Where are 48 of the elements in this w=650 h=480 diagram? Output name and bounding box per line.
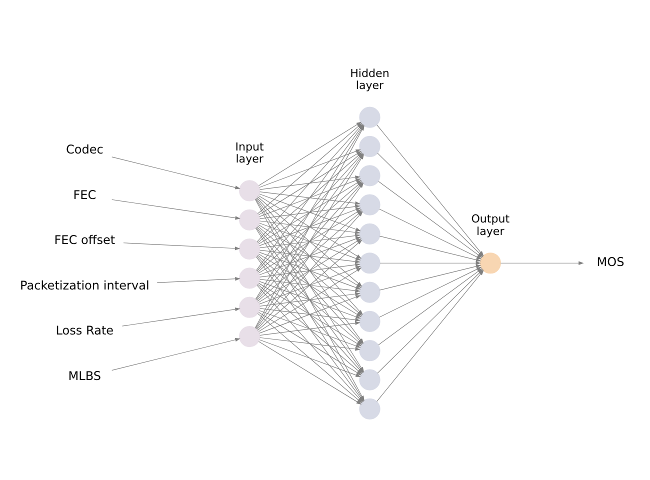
node-circle: [239, 238, 260, 260]
node-circle: [359, 252, 380, 274]
node-circle: [239, 208, 260, 230]
arrow: [259, 280, 361, 318]
arrow: [259, 294, 361, 333]
arrow: [260, 220, 360, 234]
arrow: [260, 191, 360, 205]
node-circle: [480, 252, 501, 274]
arrow: [260, 278, 360, 292]
node-text: FEC: [73, 187, 96, 202]
arrow: [260, 249, 360, 263]
arrow: [379, 235, 482, 262]
arrow: [123, 242, 240, 250]
arrow: [259, 252, 361, 289]
label: Hidden layer: [350, 66, 390, 92]
node-circle: [359, 281, 380, 302]
node-text: FEC offset: [54, 232, 116, 247]
arrow: [260, 262, 360, 277]
node-text: Packetization interval: [20, 278, 150, 292]
arrow: [112, 338, 240, 370]
arrow: [122, 307, 240, 326]
node-circle: [239, 267, 260, 288]
arrow: [260, 175, 360, 190]
arrow: [260, 320, 360, 336]
label: Input layer: [235, 140, 264, 165]
arrow: [112, 198, 240, 220]
arrow: [260, 308, 360, 322]
node-text: Codec: [66, 142, 104, 156]
arrow: [380, 260, 482, 264]
node-circle: [359, 222, 380, 244]
arrow: [259, 338, 361, 376]
node-circle: [239, 180, 260, 201]
arrow: [260, 233, 360, 248]
node-circle: [239, 325, 260, 347]
arrow: [260, 336, 360, 350]
arrow: [260, 292, 360, 306]
arrow: [259, 310, 361, 348]
arrow: [500, 260, 584, 264]
arrow: [259, 266, 361, 304]
node-circle: [239, 296, 260, 318]
node-text: MLBS: [68, 368, 102, 382]
node-text: MOS: [596, 254, 624, 269]
arrow: [156, 276, 240, 283]
node-text: Loss Rate: [56, 323, 114, 338]
label: Output layer: [471, 212, 510, 238]
arrow: [378, 208, 482, 259]
arrow: [112, 156, 240, 189]
arrow: [260, 204, 360, 218]
